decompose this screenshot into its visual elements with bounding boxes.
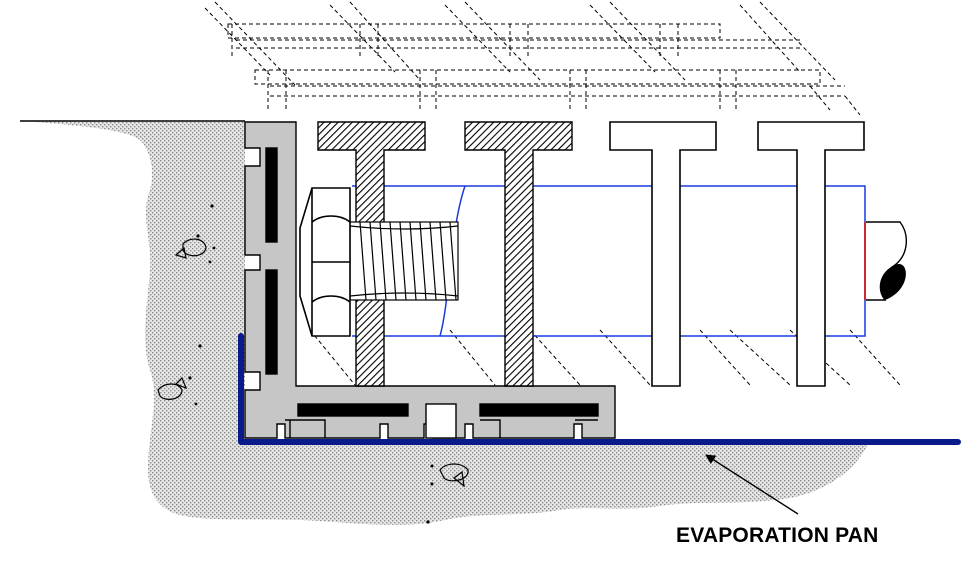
threaded-shank: [349, 221, 459, 301]
plain-tee-bar: [609, 121, 865, 387]
grating-grid: [204, 1, 901, 386]
evaporation-pan-label: EVAPORATION PAN: [676, 524, 879, 547]
leader-arrow: [705, 454, 799, 515]
concrete-texture: [20, 120, 870, 525]
hex-bolt: [299, 187, 351, 337]
angle-frame: [244, 121, 616, 439]
pipe-rod: [352, 185, 907, 337]
evaporation-pan: [238, 333, 961, 445]
